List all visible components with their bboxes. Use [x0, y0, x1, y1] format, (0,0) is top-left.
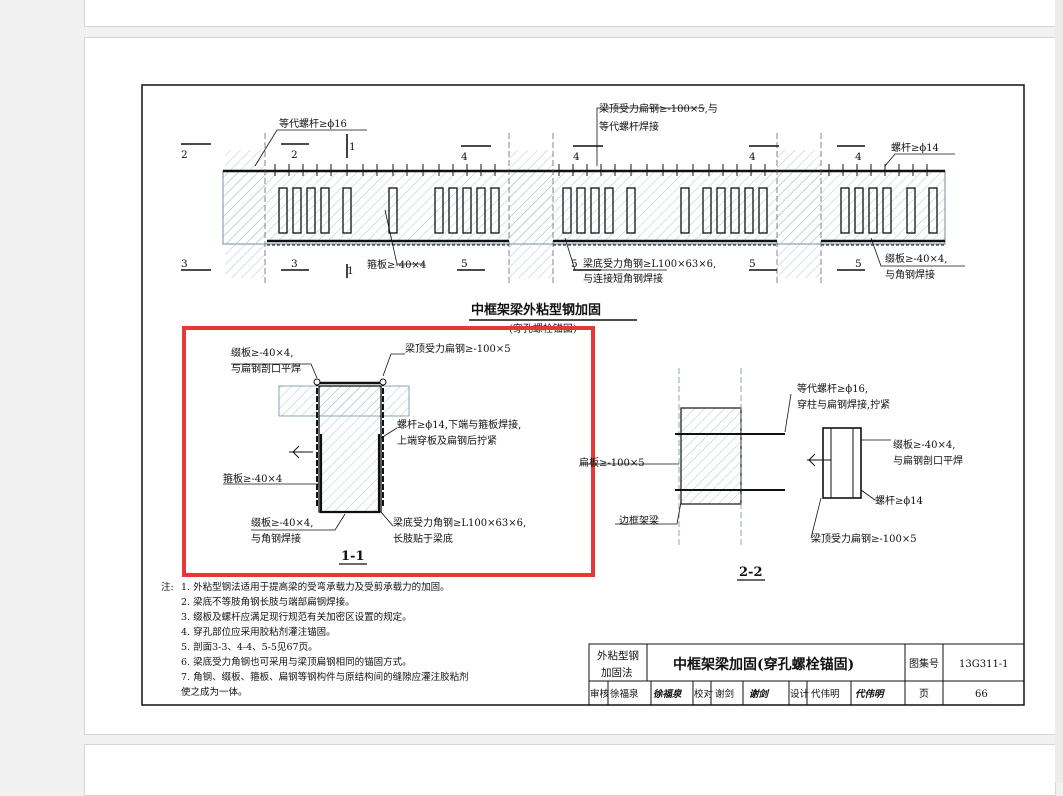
tb-checker: 谢剑 [715, 688, 734, 700]
s22-top-flat: 梁顶受力扁钢≥-100×5 [811, 532, 917, 545]
sec-mark-4a: 4 [461, 151, 468, 163]
s22-batten-2: 与扁钢剖口平焊 [893, 454, 963, 467]
drawing-frame [141, 84, 1025, 706]
next-page [84, 744, 1056, 796]
section-1-1: 缀板≥-40×4, 与扁钢剖口平焊 梁顶受力扁钢≥-100×5 螺杆≥ϕ14,下… [223, 342, 526, 565]
drawing-svg: 2 2 3 3 1 1 4 4 4 4 5 5 5 5 等代螺杆≥ϕ16 梁顶受… [141, 84, 1025, 706]
sec-mark-5b: 5 [571, 258, 578, 270]
sec-mark-1a: 1 [349, 141, 356, 153]
tb-page-no: 66 [975, 689, 988, 700]
tb-page-label: 页 [919, 688, 929, 700]
s11-hoop: 箍板≥-40×4 [223, 472, 282, 485]
sec-mark-1b: 1 [347, 265, 354, 277]
note-8: 使之成为一体。 [181, 686, 248, 698]
tb-designer: 代伟明 [811, 688, 840, 700]
sec-mark-5a: 5 [461, 258, 468, 270]
note-2: 2. 梁底不等肢角钢长肢与端部扁钢焊接。 [181, 596, 355, 608]
note-1: 1. 外粘型钢法适用于提高梁的受弯承载力及受剪承载力的加固。 [181, 581, 450, 593]
vertical-scrollbar[interactable] [1055, 0, 1063, 783]
bottom-angle-label-2: 与连接短角钢焊接 [583, 272, 663, 285]
note-5: 5. 剖面3-3、4-4、5-5见67页。 [181, 641, 318, 653]
tb-atlas-no: 13G311-1 [959, 659, 1009, 670]
tb-atlas-label: 图集号 [909, 657, 939, 670]
s22-equiv-bolt-1: 等代螺杆≥ϕ16, [797, 382, 868, 395]
notes-label: 注: [161, 581, 174, 593]
tb-check-label: 校对 [694, 688, 714, 700]
s22-flat-side: 扁板≥-100×5 [579, 456, 645, 469]
note-3: 3. 缀板及螺杆应满足现行规范有关加密区设置的规定。 [181, 611, 412, 623]
tb-designer-sig: 代伟明 [855, 688, 885, 700]
section-2-2: 等代螺杆≥ϕ16, 穿柱与扁钢焊接,拧紧 缀板≥-40×4, 与扁钢剖口平焊 扁… [579, 368, 963, 581]
sec-mark-2b: 2 [291, 149, 298, 161]
s11-batten-bot-1: 缀板≥-40×4, [251, 516, 313, 529]
tb-reviewer-sig: 徐福泉 [653, 688, 683, 700]
s11-bolt-2: 上端穿板及扁钢后拧紧 [397, 434, 497, 447]
bottom-angle-label-1: 梁底受力角钢≥L100×63×6, [583, 257, 716, 270]
sec-mark-4c: 4 [749, 151, 756, 163]
tb-method-1: 外粘型钢 [597, 649, 639, 662]
s22-bolt: 螺杆≥ϕ14 [875, 495, 923, 507]
sec-mark-3a: 3 [181, 258, 188, 270]
s11-batten-top-2: 与扁钢剖口平焊 [231, 362, 301, 375]
s11-top-flat: 梁顶受力扁钢≥-100×5 [405, 342, 511, 355]
s11-batten-bot-2: 与角钢焊接 [251, 532, 301, 545]
note-7: 7. 角钢、缀板、箍板、扁钢等钢构件与原结构间的缝隙应灌注胶粘剂 [181, 671, 469, 683]
s22-batten-1: 缀板≥-40×4, [893, 438, 955, 451]
elevation-view: 2 2 3 3 1 1 4 4 4 4 5 5 5 5 等代螺杆≥ϕ16 梁顶受… [181, 102, 965, 335]
highlight-box [182, 326, 595, 577]
note-4: 4. 穿孔部位应采用胶粘剂灌注锚固。 [181, 626, 336, 638]
batten-right-label-2: 与角钢焊接 [885, 268, 935, 281]
tb-reviewer: 徐福泉 [610, 688, 639, 700]
sec-mark-4d: 4 [855, 151, 862, 163]
top-flat-label-1: 梁顶受力扁钢≥-100×5,与 [599, 102, 718, 115]
sec-mark-5d: 5 [855, 258, 862, 270]
sec-mark-4b: 4 [573, 151, 580, 163]
s22-edge-beam: 边框架梁 [619, 514, 659, 527]
s11-angle-2: 长肢贴于梁底 [393, 532, 453, 545]
hoop-plate-label: 箍板≥-40×4 [367, 258, 426, 271]
sec-mark-5c: 5 [749, 258, 756, 270]
sec-mark-3b: 3 [291, 258, 298, 270]
title-block: 外粘型钢 加固法 中框架梁加固(穿孔螺栓锚固) 图集号 13G311-1 页 6… [588, 643, 1025, 706]
top-flat-label-2: 等代螺杆焊接 [599, 120, 659, 133]
s11-batten-top-1: 缀板≥-40×4, [231, 346, 293, 359]
s11-angle-1: 梁底受力角钢≥L100×63×6, [393, 516, 526, 529]
equiv-bolt-label: 等代螺杆≥ϕ16 [279, 117, 347, 130]
notes: 注: 1. 外粘型钢法适用于提高梁的受弯承载力及受剪承载力的加固。 2. 梁底不… [161, 581, 469, 698]
note-6: 6. 梁底受力角钢也可采用与梁顶扁钢相同的锚固方式。 [181, 656, 412, 668]
sec-mark-2a: 2 [181, 149, 188, 161]
previous-page [84, 0, 1056, 27]
s11-bolt-1: 螺杆≥ϕ14,下端与箍板焊接, [397, 418, 521, 431]
bolt-right-label: 螺杆≥ϕ14 [891, 142, 939, 154]
tb-design-label: 设计 [790, 688, 810, 700]
s11-label: 1-1 [341, 549, 365, 564]
tb-checker-sig: 谢剑 [749, 688, 770, 700]
s22-label: 2-2 [739, 565, 763, 580]
tb-method-2: 加固法 [601, 666, 633, 679]
s22-equiv-bolt-2: 穿柱与扁钢焊接,拧紧 [797, 398, 890, 411]
tb-review-label: 审核 [590, 688, 610, 700]
drawing-page: 2 2 3 3 1 1 4 4 4 4 5 5 5 5 等代螺杆≥ϕ16 梁顶受… [84, 37, 1056, 735]
tb-title: 中框架梁加固(穿孔螺栓锚固) [673, 656, 854, 673]
batten-right-label-1: 缀板≥-40×4, [885, 252, 947, 265]
elevation-title: 中框架梁外粘型钢加固 [471, 302, 601, 318]
